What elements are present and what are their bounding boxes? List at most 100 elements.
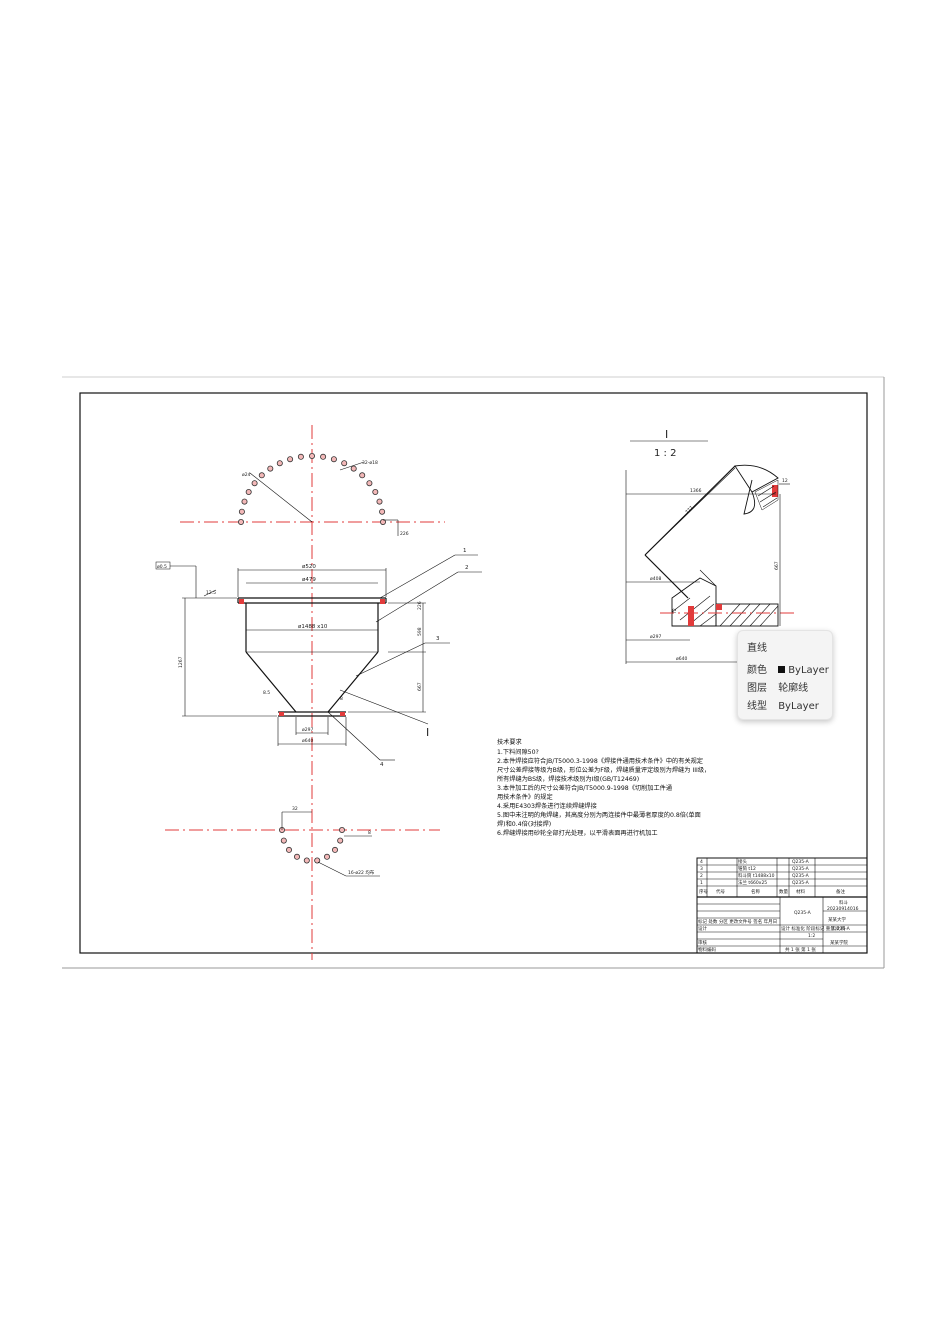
technical-requirements: 技术要求 1.下料间隙50? 2.本件焊接应符合JB/T5000.3-1998《… [497,738,710,837]
part-name: 接头 [738,858,747,865]
hdr-mat: 材料 [796,888,805,895]
dim-body-d: ø1488 x10 [298,624,328,630]
section-mark-main: I [426,726,429,739]
bolt-hole [297,453,304,460]
section-scale: 1 : 2 [654,448,676,459]
tb-school: 某某学院 [830,939,848,946]
callout-4: 4 [380,762,384,768]
tech-req-line: 6.焊缝焊接用砂轮全部打光处理，以平滑表面再进行机加工 [497,829,658,837]
bottom-view[interactable]: 32 8 16-ø22 均布 [165,806,440,877]
bolt-hole [293,853,300,860]
tech-req-line: 焊)和0.4倍(对接焊) [497,820,551,828]
section-detail[interactable]: I 1 : 2 1366 777 12 [625,428,795,664]
bolt-hole [267,465,274,472]
dim-bottom-d2: ø640 [302,738,313,744]
dim-bottom-d1: ø297 [302,727,313,733]
tech-req-line: 3.本件加工后的尺寸公差符合JB/T5000.9-1998《切削加工件通 [497,784,672,792]
bolt-hole [303,857,310,864]
bolt-hole [338,827,345,834]
hdr-code: 代号 [716,888,725,895]
dim-top-d2: ø479 [302,577,316,583]
bolt-hole [251,480,258,487]
sec-dim-2: 777 [684,505,694,515]
dim-top-d1: ø520 [302,564,316,570]
bolt-hole [341,460,348,467]
popup-row-color[interactable]: 颜色 ByLayer [747,661,829,676]
part-material: Q235-A [792,866,810,872]
bolt-hole [376,498,383,505]
sec-dim-7: ø297 [650,634,661,640]
sec-dim-6: 72 [672,608,678,614]
quick-properties-popup[interactable]: 直线 颜色 ByLayer 图层 轮廓线 线型 ByLayer [737,630,833,720]
tb-mat: Q235-A [794,910,812,916]
callout-1: 1 [463,548,467,554]
bolt-hole [285,846,292,853]
bolt-hole [379,508,386,515]
tech-req-title: 技术要求 [497,738,522,746]
bolt-hole [372,488,379,495]
bolt-hole [359,472,366,479]
tb-design: 设计 [698,925,707,932]
hdr-name: 名称 [751,888,760,895]
bolt-hole [323,853,330,860]
popup-color-label: 颜色 [747,665,767,676]
dim-bottom-side: 8 [368,830,371,836]
hdr-no: 序号 [699,888,708,895]
bolt-hole [280,837,287,844]
popup-row-layer[interactable]: 图层 轮廓线 [747,679,808,694]
popup-layer-value[interactable]: 轮廓线 [778,683,809,694]
paper [62,376,885,969]
tech-req-line: 尺寸公差焊接等级为B级，形位公差为F级，焊缝质量评定级别为焊缝为 III级， [497,766,710,774]
main-view-hopper[interactable]: ø520 ø479 ø1488 x10 1267 ø0.5 12.5 8.5 8… [155,548,482,768]
part-no: 1 [700,880,703,886]
color-swatch-icon [778,666,786,673]
dim-weld-c: 8 [340,696,343,702]
tech-req-line: 5.图中未注明的角焊缝，其高度分别为两连接件中最薄者厚度的0.8倍(单面 [497,811,701,819]
dim-top-holes: ø24 [242,472,251,478]
top-view[interactable]: ø24 32-ø18 226 [180,425,445,960]
part-material: Q235-A [792,873,810,879]
sec-dim-1: 1366 [690,488,702,494]
bolt-hole [238,508,245,515]
bolt-hole [331,846,338,853]
part-no: 4 [700,859,703,865]
tech-req-line: 4.采用E4303焊条进行连续焊缝焊接 [497,802,597,810]
dim-weld-a: 12.5 [206,590,216,596]
part-name: 法兰 t660x25 [738,879,767,886]
tb-drawing-name: 料斗 [839,899,848,906]
tb-drawing-no: 20230914016 [827,906,859,912]
part-no: 2 [700,873,703,879]
tb-check: 审核 [698,939,707,946]
tb-project: 某某大学 [828,916,846,923]
tech-req-line: 2.本件焊接应符合JB/T5000.3-1998《焊接件通用技术条件》中的有关规… [497,757,703,765]
bolt-hole [258,472,265,479]
bolt-hole [308,452,315,459]
tb-scale: 1:2 [808,933,815,939]
hdr-note: 备注 [836,888,845,895]
dim-bottom-holes: 16-ø22 均布 [348,869,375,876]
bolt-hole [287,456,294,463]
popup-color-value[interactable]: ByLayer [788,665,829,676]
bolt-hole [379,519,386,526]
dim-weld-b: 8.5 [263,690,270,696]
popup-row-linetype[interactable]: 线型 ByLayer [747,697,819,712]
sec-dim-5: ø408 [650,576,661,582]
tech-req-line: 所有焊缝为BS级，焊接技术级别为I级(GB/T12469) [497,775,639,783]
drawing-border [79,392,868,954]
tb-mat-2: Q235-A [833,926,851,932]
bolt-hole [241,498,248,505]
bottom-hole-pattern [278,827,345,864]
dim-lower-h: 667 [417,682,423,691]
bolt-hole [314,857,321,864]
popup-linetype-value[interactable]: ByLayer [778,701,819,712]
tb-label-r1: 标记 处数 分区 更改文件号 签名 年月日 [698,918,777,925]
dim-bottom-w: 32 [292,806,298,812]
dim-hole-note: 32-ø18 [362,460,378,466]
dim-overall-h: 1267 [178,656,184,668]
dim-side: 226 [400,531,409,537]
tech-req-line: 1.下料间隙50? [497,748,539,756]
flange-hole-pattern [237,452,386,526]
